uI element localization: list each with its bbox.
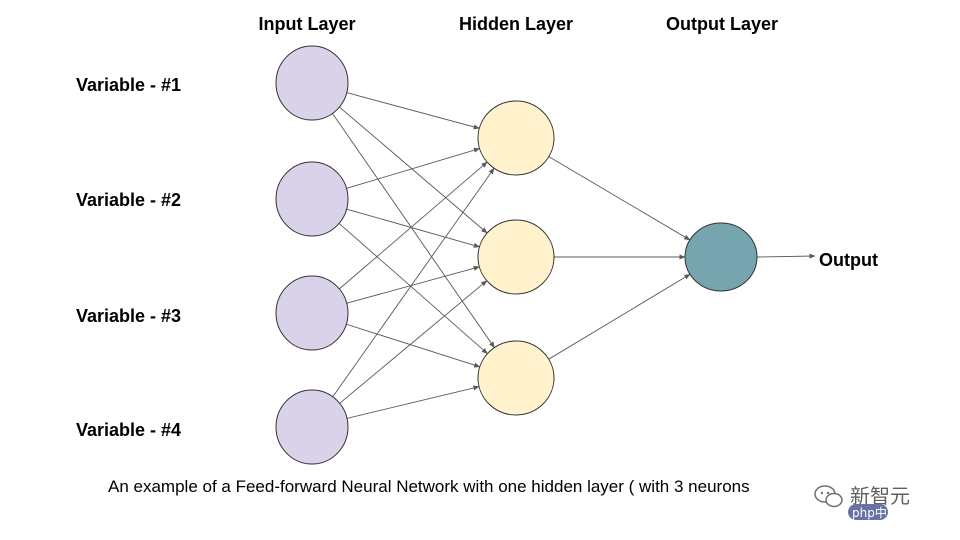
edge-input-4-hidden-2: [338, 280, 488, 405]
php-logo-icon: [848, 504, 888, 520]
input-neuron-4: [275, 389, 349, 465]
output-neuron: [684, 222, 758, 292]
edge-input-3-hidden-3: [345, 323, 481, 368]
edge-input-4-hidden-1: [331, 167, 495, 398]
input-neuron-1: [275, 45, 349, 121]
edge-input-3-hidden-2: [345, 265, 480, 304]
edge-hidden-1-output: [547, 155, 691, 241]
wechat-icon: [814, 485, 843, 508]
output-label: Output: [819, 250, 878, 270]
edge-hidden-3-output: [547, 273, 691, 360]
watermark-site-text: php中文网: [852, 506, 911, 520]
input-variable-4-label: Variable - #4: [76, 420, 182, 440]
neuron-nodes: [275, 45, 758, 465]
hidden-layer-title: Hidden Layer: [458, 14, 574, 34]
input-neuron-3: [275, 275, 349, 351]
edge-input-1-hidden-3: [331, 112, 495, 349]
edge-input-2-hidden-2: [345, 208, 481, 248]
connection-edges: [331, 92, 816, 419]
input-variable-2-label: Variable - #2: [76, 190, 182, 210]
input-variable-3-label: Variable - #3: [76, 306, 182, 326]
edge-input-1-hidden-1: [345, 92, 480, 130]
input-variable-1-label: Variable - #1: [76, 75, 182, 95]
output-arrow: [756, 253, 816, 259]
edge-input-2-hidden-3: [338, 222, 488, 355]
edge-input-1-hidden-2: [338, 106, 488, 234]
edge-input-2-hidden-1: [345, 147, 481, 190]
hidden-neuron-1: [477, 100, 555, 176]
edge-input-4-hidden-3: [346, 385, 480, 419]
diagram-caption: An example of a Feed-forward Neural Netw…: [108, 477, 750, 496]
input-neuron-2: [275, 161, 349, 237]
hidden-neuron-2: [477, 219, 555, 295]
input-layer-title: Input Layer: [258, 14, 356, 34]
output-layer-title: Output Layer: [665, 14, 778, 34]
edge-input-3-hidden-1: [338, 161, 488, 290]
watermark: 新智元 php中文网: [810, 478, 950, 522]
hidden-neuron-3: [477, 340, 555, 416]
